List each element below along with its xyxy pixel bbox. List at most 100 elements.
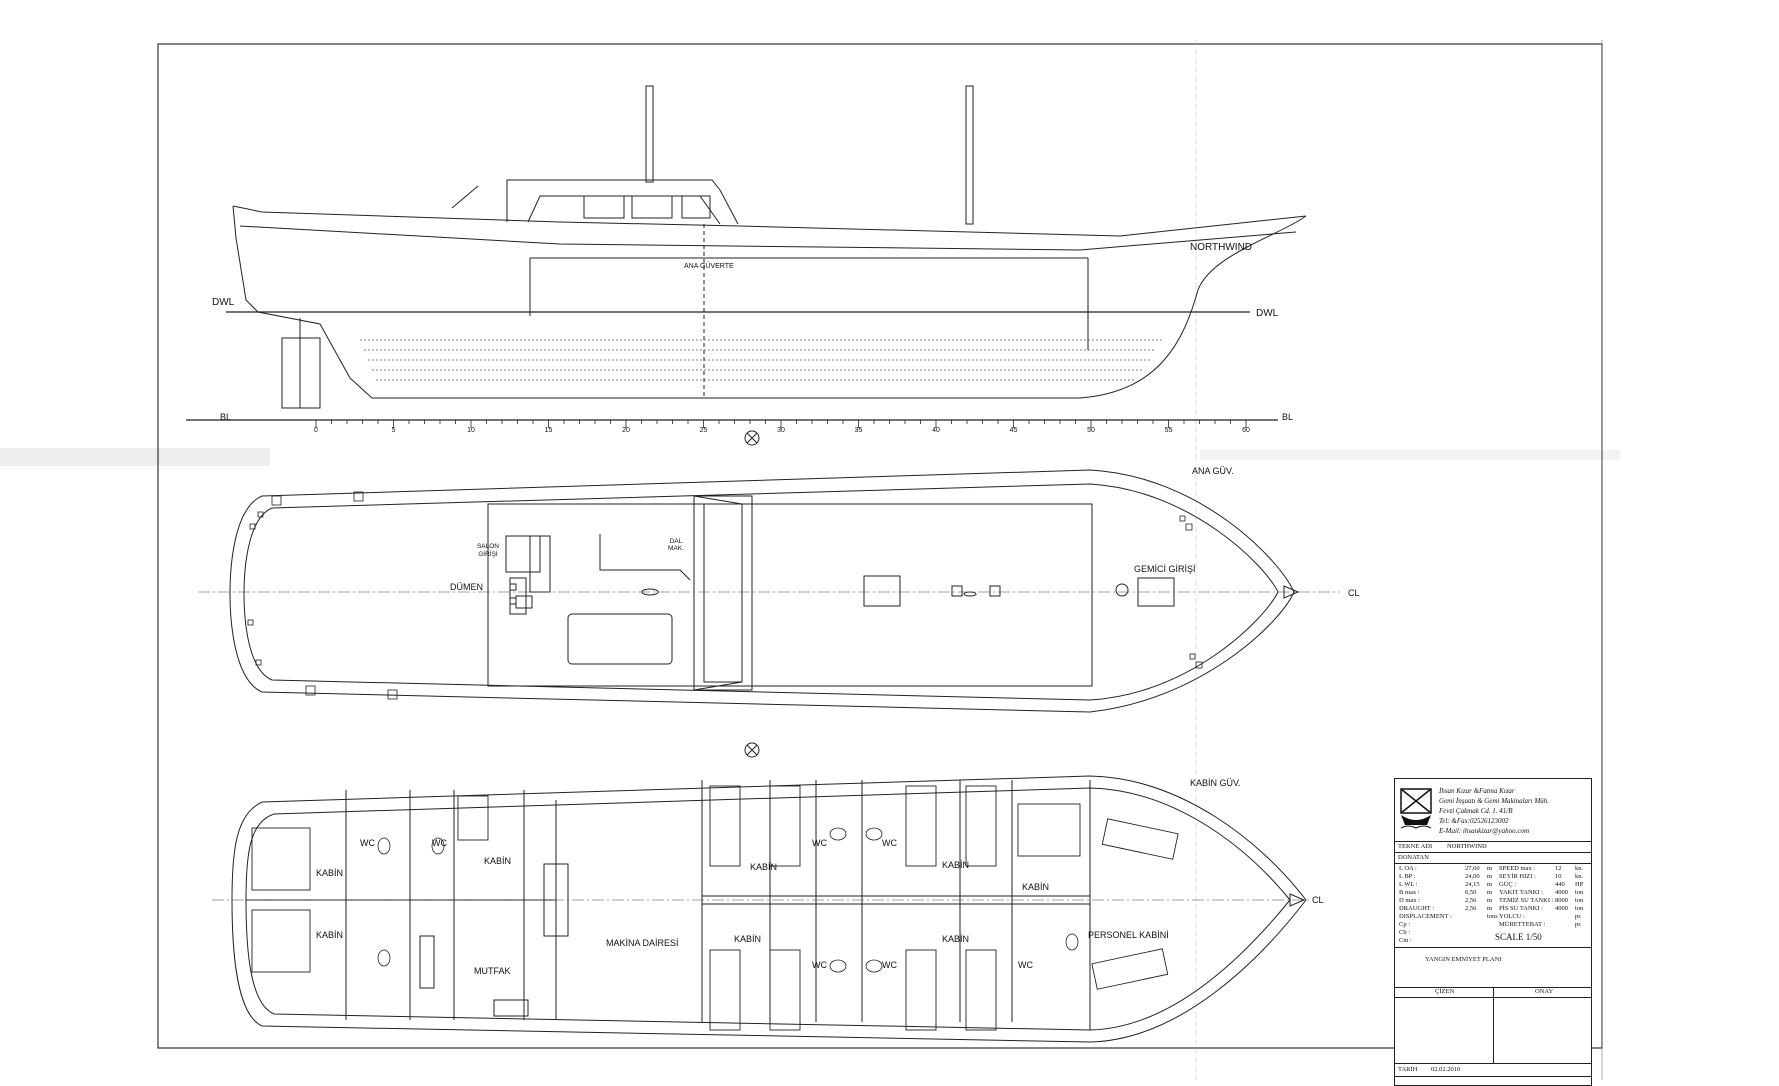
spec-left-k: L OA : — [1399, 865, 1417, 872]
cabin-label: KABİN — [1022, 882, 1049, 892]
spec-right-v: 12 — [1555, 865, 1562, 872]
berths — [251, 785, 1179, 1031]
cabin-label: KABİN — [316, 930, 343, 940]
spec-left-u: m — [1487, 897, 1493, 904]
spec-left-v: 27,60 — [1465, 865, 1480, 872]
wc-label: WC — [1018, 960, 1033, 970]
frame-number: 25 — [700, 427, 708, 434]
spec-right-u: ton — [1575, 889, 1584, 896]
spec-left-u: tons — [1487, 913, 1498, 920]
title-block: İhsan Kızar &Fatma Kızar Gemi İnşaatı & … — [1394, 778, 1592, 1086]
frame-number: 10 — [467, 427, 475, 434]
vessel-name-row: TEKNE ADI NORTHWIND — [1395, 841, 1591, 853]
spec-right-k: SPEED max : — [1499, 865, 1536, 872]
spec-right-k: TEMİZ SU TANKI : — [1499, 897, 1554, 904]
drawing-title: YANGIN EMNİYET PLANI — [1425, 956, 1502, 963]
spec-left-k: Cm : — [1399, 937, 1412, 944]
cabin-label: KABİN — [484, 856, 511, 866]
deckhouse-top[interactable] — [487, 503, 1093, 687]
frame-number: 50 — [1087, 427, 1095, 434]
wc-label: WC — [360, 838, 375, 848]
wc-label: WC — [812, 838, 827, 848]
hull-outline[interactable] — [232, 205, 1307, 399]
company-profession: Gemi İnşaatı & Gemi Makinaları Müh. — [1439, 797, 1550, 805]
cabin-deck-room-labels: KABİN KABİN KABİN KABİN KABİN KABİN KABİ… — [316, 838, 1169, 976]
dwl-left-label: DWL — [212, 297, 235, 308]
spec-right-v: 8000 — [1555, 897, 1568, 904]
spec-left-k: B max : — [1399, 889, 1420, 896]
frame-number: 0 — [314, 427, 318, 434]
cabin-label: KABİN — [316, 868, 343, 878]
spec-right-v: 4000 — [1555, 889, 1568, 896]
spec-left-k: Cb : — [1399, 929, 1411, 936]
cabin-label: KABİN — [942, 934, 969, 944]
frame-number: 45 — [1010, 427, 1018, 434]
scan-smudge — [0, 448, 1620, 466]
owner-row: DONATAN — [1395, 852, 1591, 864]
aft-mast — [645, 85, 654, 183]
engine-room-label: MAKİNA DAİRESİ — [606, 938, 679, 948]
company-address: Fevzi Çakmak Cd. 1. 41/B — [1439, 807, 1513, 815]
crew-cabin-label: PERSONEL KABİNİ — [1088, 930, 1169, 940]
drawn-by-label: ÇİZEN — [1435, 988, 1455, 995]
spec-left-k: D max : — [1399, 897, 1420, 904]
main-deck-cl-label: CL — [1348, 588, 1360, 598]
spec-right-k: GÜÇ : — [1499, 881, 1517, 888]
fore-mast — [965, 85, 974, 225]
frame-number: 5 — [392, 427, 396, 434]
main-deck-outline[interactable] — [229, 469, 1295, 713]
wc-label: WC — [812, 960, 827, 970]
spec-left-u: m — [1487, 889, 1493, 896]
spec-left-v: 2,56 — [1465, 905, 1477, 912]
owner-label: DONATAN — [1398, 854, 1429, 861]
spec-right-u: kn. — [1575, 873, 1584, 880]
spec-left-k: Cp : — [1399, 921, 1411, 928]
spec-left-k: L BP : — [1399, 873, 1416, 880]
profile-vessel-name: NORTHWIND — [1190, 242, 1252, 253]
spec-right-k: MÜRETTEBAT : — [1499, 921, 1546, 928]
cabin-label: KABİN — [734, 934, 761, 944]
sheet-border — [157, 43, 1603, 1049]
frame-number: 40 — [932, 427, 940, 434]
spec-left-v: 2,56 — [1465, 897, 1477, 904]
spec-left-u: m — [1487, 905, 1493, 912]
profile-view — [186, 85, 1307, 446]
company-logo-icon — [1400, 788, 1432, 829]
company-name: İhsan Kızar &Fatma Kızar — [1439, 787, 1515, 795]
cabin-deck-cl-label: CL — [1312, 895, 1324, 905]
bl-right-label: BL — [1282, 412, 1293, 422]
profile-deck-label: ANA GÜVERTE — [684, 262, 734, 270]
deckhouse — [506, 179, 739, 225]
cabin-deck-title: KABİN GÜV. — [1190, 778, 1241, 788]
spec-right-u: pr. — [1575, 913, 1582, 920]
approved-label: ONAY — [1535, 988, 1554, 995]
spec-right-k: SEYİR HIZI : — [1499, 873, 1536, 880]
frame-number: 15 — [545, 427, 553, 434]
dwl-right-label: DWL — [1256, 308, 1279, 319]
spec-right-v: 4000 — [1555, 905, 1568, 912]
company-phone: Tel: &Fax:02526123002 — [1439, 817, 1509, 825]
spec-right-v: 440 — [1555, 881, 1565, 888]
spec-left-v: 24,15 — [1465, 881, 1480, 888]
frame-number: 20 — [622, 427, 630, 434]
date-label: TARİH — [1398, 1066, 1418, 1073]
bl-left-label: BL — [220, 412, 231, 422]
cabin-deck-outline[interactable] — [231, 775, 1307, 1043]
vessel-name-label: TEKNE ADI — [1398, 843, 1433, 850]
spec-right-u: HP — [1575, 881, 1584, 888]
frame-number: 30 — [777, 427, 785, 434]
spec-left-u: m — [1487, 865, 1493, 872]
main-deck-title: ANA GÜV. — [1192, 466, 1234, 476]
galley-label: MUTFAK — [474, 966, 511, 976]
spec-right-u: pr. — [1575, 921, 1582, 928]
rudder — [281, 337, 321, 409]
spec-right-u: ton — [1575, 897, 1584, 904]
wc-label: WC — [882, 960, 897, 970]
spec-left-u: m — [1487, 881, 1493, 888]
spec-right-k: PİS SU TANKI : — [1499, 905, 1543, 912]
frame-number: 35 — [855, 427, 863, 434]
date-value: 02.02.2010 — [1431, 1066, 1461, 1073]
